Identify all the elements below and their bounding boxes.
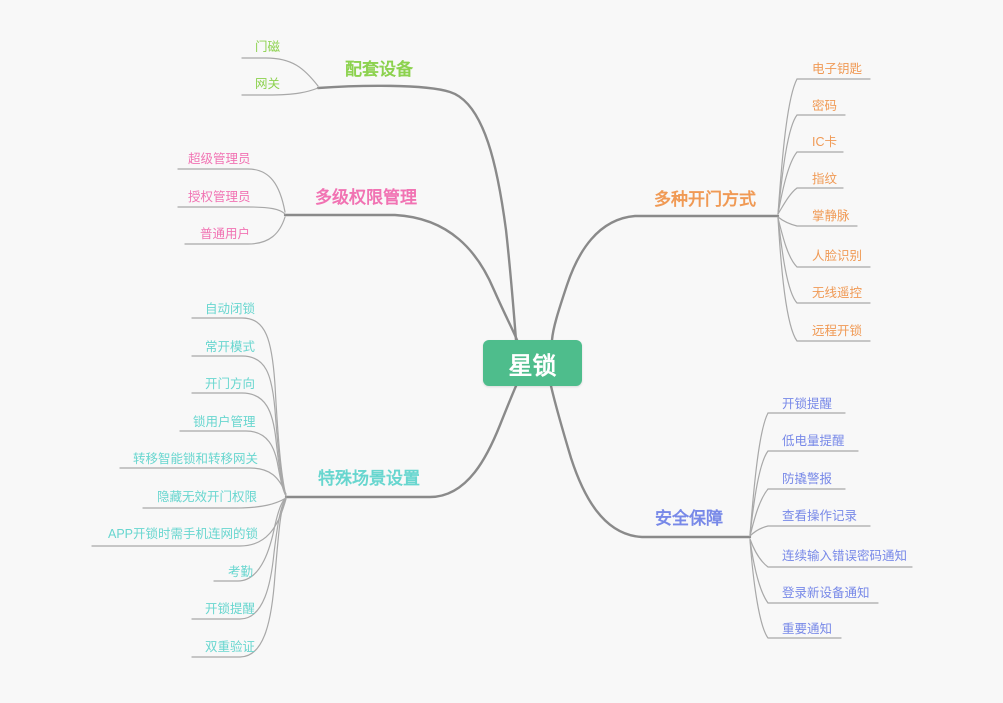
node-remote-unlock[interactable]: 远程开锁 <box>812 324 863 338</box>
child-line-lock-user-management <box>179 430 287 497</box>
child-line-password <box>777 114 846 215</box>
node-auto-lock[interactable]: 自动闭锁 <box>205 302 256 316</box>
child-line-remote-unlock <box>777 217 871 342</box>
node-unlock-reminder-scenario[interactable]: 开锁提醒 <box>205 602 256 616</box>
node-ic-card[interactable]: IC卡 <box>812 135 838 149</box>
child-line-auto-lock <box>191 317 287 497</box>
child-line-gateway <box>241 87 319 96</box>
node-unlock-reminder[interactable]: 开锁提醒 <box>782 397 833 411</box>
child-line-unlock-reminder-left <box>191 497 287 620</box>
child-line-tamper-alarm <box>749 488 846 537</box>
branch-special-scenarios[interactable]: 特殊场景设置 <box>318 469 420 488</box>
node-important-notification[interactable]: 重要通知 <box>782 622 833 636</box>
child-line-door-sensor <box>241 57 319 87</box>
child-line-electronic-key <box>777 78 871 215</box>
child-line-low-battery <box>749 450 859 536</box>
node-operation-records[interactable]: 查看操作记录 <box>782 509 858 523</box>
branch-line-supporting-devices <box>316 84 518 342</box>
branch-line-unlock-methods <box>550 214 780 342</box>
child-line-operation-records <box>749 525 871 537</box>
node-low-battery-reminder[interactable]: 低电量提醒 <box>782 434 845 448</box>
branch-line-security <box>549 384 752 539</box>
node-fingerprint[interactable]: 指纹 <box>812 172 838 186</box>
child-line-new-device-notice <box>749 539 879 604</box>
child-line-always-open <box>191 355 287 497</box>
child-line-face-recognition <box>777 217 871 268</box>
child-line-transfer-lock-gateway <box>119 467 287 495</box>
node-new-device-notification[interactable]: 登录新设备通知 <box>782 586 870 600</box>
node-super-admin[interactable]: 超级管理员 <box>188 152 251 166</box>
node-door-direction[interactable]: 开门方向 <box>205 377 256 391</box>
branch-line-special-scenarios <box>284 384 518 499</box>
child-line-unlock-reminder-right <box>749 412 846 536</box>
branch-security[interactable]: 安全保障 <box>655 509 723 528</box>
branch-supporting-devices[interactable]: 配套设备 <box>345 60 413 79</box>
node-face-recognition[interactable]: 人脸识别 <box>812 249 863 263</box>
branch-permission-management[interactable]: 多级权限管理 <box>315 188 417 207</box>
node-door-sensor[interactable]: 门磁 <box>255 40 281 54</box>
node-authorized-admin[interactable]: 授权管理员 <box>188 190 251 204</box>
branch-unlock-methods[interactable]: 多种开门方式 <box>654 190 756 209</box>
node-double-verification[interactable]: 双重验证 <box>205 640 256 654</box>
node-normal-user[interactable]: 普通用户 <box>200 227 251 241</box>
child-line-important-notice <box>749 539 842 639</box>
node-transfer-lock-gateway[interactable]: 转移智能锁和转移网关 <box>133 452 259 466</box>
child-connectors <box>91 57 913 658</box>
node-always-open-mode[interactable]: 常开模式 <box>205 340 256 354</box>
child-line-wireless-remote <box>777 217 871 304</box>
node-lock-user-management[interactable]: 锁用户管理 <box>193 415 256 429</box>
child-line-hide-invalid-permission <box>142 497 287 509</box>
child-line-double-verification <box>191 497 287 658</box>
child-line-ic-card <box>777 151 844 215</box>
branch-connectors <box>283 84 780 539</box>
node-wireless-remote[interactable]: 无线遥控 <box>812 286 863 300</box>
central-topic[interactable]: 星锁 <box>483 340 582 386</box>
child-line-normal-user <box>184 216 286 245</box>
node-electronic-key[interactable]: 电子钥匙 <box>812 62 863 76</box>
node-gateway[interactable]: 网关 <box>255 77 281 91</box>
node-hide-invalid-permission[interactable]: 隐藏无效开门权限 <box>157 490 258 504</box>
child-line-app-unlock-network <box>91 498 287 547</box>
node-app-unlock-network[interactable]: APP开锁时需手机连网的锁 <box>108 527 259 541</box>
child-line-wrong-password-notice <box>749 538 913 568</box>
branch-line-permission-management <box>283 213 519 342</box>
node-wrong-password-notification[interactable]: 连续输入错误密码通知 <box>782 549 908 563</box>
child-line-authorized-admin <box>177 206 286 215</box>
node-attendance[interactable]: 考勤 <box>228 565 254 579</box>
node-tamper-alarm[interactable]: 防撬警报 <box>782 472 833 486</box>
child-line-door-direction <box>191 392 287 497</box>
child-line-fingerprint <box>777 187 844 215</box>
child-line-attendance <box>213 497 287 582</box>
child-line-palm-vein <box>777 216 858 227</box>
child-line-super-admin <box>177 168 286 213</box>
node-palm-vein[interactable]: 掌静脉 <box>812 209 850 223</box>
node-password[interactable]: 密码 <box>812 99 838 113</box>
